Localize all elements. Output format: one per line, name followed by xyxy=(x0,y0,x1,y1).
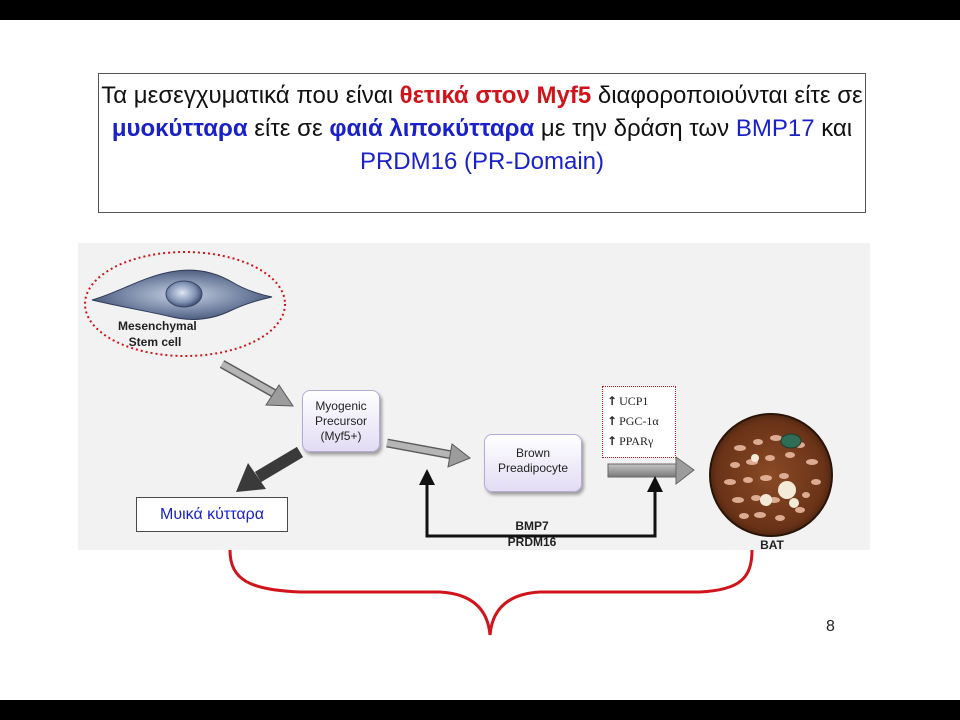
brown-preadipocyte-node: Brown Preadipocyte xyxy=(484,434,582,492)
myogenic-precursor-node: Myogenic Precursor (Myf5+) xyxy=(302,390,380,452)
bottom-black-bar xyxy=(0,700,960,720)
marker-item: ↑PGC-1α xyxy=(607,411,675,431)
myogenic-line1: Myogenic xyxy=(315,399,367,413)
marker-item: ↑PPARγ xyxy=(607,431,675,451)
title-box: Τα μεσεγχυματικά που είναι θετικά στον M… xyxy=(98,73,866,213)
title-factor-bmp17: BMP17 xyxy=(735,115,815,142)
marker-label: PPARγ xyxy=(619,434,654,448)
summary-brace xyxy=(228,549,754,636)
marker-item: ↑UCP1 xyxy=(607,391,675,411)
brown-line2: Preadipocyte xyxy=(497,461,569,475)
up-arrow-icon: ↑ xyxy=(607,414,618,428)
arrow-myogenic-to-brown xyxy=(386,438,471,468)
factor-arrow-head-right xyxy=(647,476,663,492)
arrow-brown-to-bat xyxy=(607,456,695,486)
title-text-1: Τα μεσεγχυματικά που είναι xyxy=(101,82,400,109)
arrow-stem-to-myogenic xyxy=(219,360,294,407)
bat-label: BAT xyxy=(760,538,784,552)
factor-bracket-arrows xyxy=(425,482,657,538)
stem-cell-outline xyxy=(84,251,286,357)
bat-cell-icon xyxy=(709,413,833,537)
up-arrow-icon: ↑ xyxy=(607,394,618,408)
myogenic-line3: (Myf5+) xyxy=(320,429,362,443)
myogenic-line2: Precursor xyxy=(314,414,367,428)
title-factor-prdm16: PRDM16 (PR-Domain) xyxy=(359,148,605,175)
brown-line1: Brown xyxy=(515,446,550,460)
title-text-4: με την δράση των xyxy=(534,115,736,142)
top-black-bar xyxy=(0,0,960,20)
stem-cell-label: Mesenchymal Stem cell xyxy=(118,318,197,350)
title-text-5: και xyxy=(814,115,853,142)
title-highlight-brown-adipocytes: φαιά λιποκύτταρα xyxy=(329,115,535,142)
factor-bmp7: BMP7 xyxy=(515,519,549,533)
marker-label: PGC-1α xyxy=(619,414,659,428)
stem-cell-label-line2: Stem cell xyxy=(128,335,182,349)
stem-cell-nucleus-icon xyxy=(165,280,203,308)
title-text-3: είτε σε xyxy=(247,115,330,142)
page-number: 8 xyxy=(826,618,835,635)
marker-list: ↑UCP1 ↑PGC-1α ↑PPARγ xyxy=(602,386,676,458)
arrow-myogenic-to-muscle xyxy=(236,446,304,492)
stem-cell-label-line1: Mesenchymal xyxy=(118,319,197,333)
factor-label: BMP7 PRDM16 xyxy=(500,518,564,550)
muscle-cells-box: Μυικά κύτταρα xyxy=(136,497,288,532)
title-highlight-myocytes: μυοκύτταρα xyxy=(111,115,248,142)
factor-prdm16: PRDM16 xyxy=(507,535,557,549)
up-arrow-icon: ↑ xyxy=(607,434,618,448)
title-highlight-myf5: θετικά στον Myf5 xyxy=(399,82,592,109)
factor-arrow-head-left xyxy=(419,469,435,485)
title-text-2: διαφοροποιούνται είτε σε xyxy=(591,82,863,109)
marker-label: UCP1 xyxy=(619,394,649,408)
